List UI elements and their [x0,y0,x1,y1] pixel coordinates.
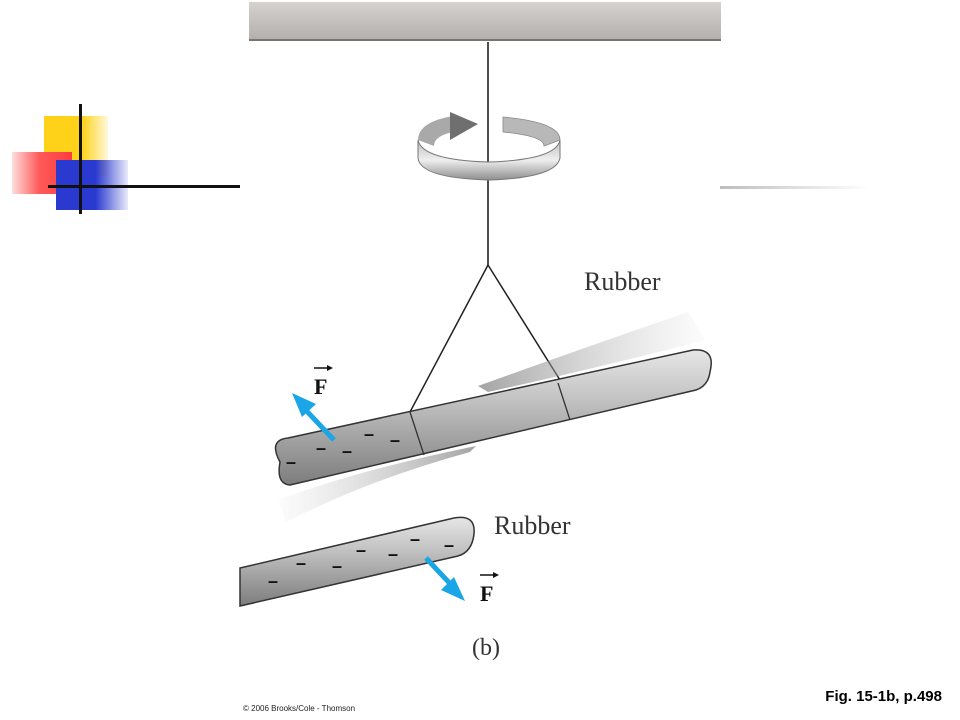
svg-text:–: – [316,438,326,458]
charged-rods-figure: – – – – – F Rubber – – – – – – – Rubber … [239,2,721,661]
charges-lower-rod: – – – – – – – [268,529,454,591]
svg-text:–: – [444,535,454,555]
motion-blur-lower [278,446,476,522]
svg-text:–: – [332,556,342,576]
rotation-arrow-icon [417,112,561,181]
svg-text:–: – [388,544,398,564]
panel-label: (b) [472,635,500,661]
force-arrow-top-icon [292,393,336,442]
figure-caption: Fig. 15-1b, p.498 [825,688,942,705]
force-label-top: F [314,365,333,399]
decor-horizontal-line [48,185,240,188]
rubber-label-top: Rubber [584,267,661,296]
svg-text:–: – [268,571,278,591]
rod-segment-divider [409,411,425,456]
svg-text:F: F [480,581,493,606]
ceiling [249,2,721,40]
svg-text:–: – [364,424,374,444]
svg-text:–: – [356,540,366,560]
hanging-rubber-rod [274,349,712,486]
rubber-label-bottom: Rubber [494,511,571,540]
force-label-bottom: F [480,572,499,606]
svg-text:F: F [314,374,327,399]
svg-text:–: – [296,553,306,573]
string-left [409,264,489,413]
svg-text:–: – [410,529,420,549]
svg-text:–: – [342,441,352,461]
copyright-notice: © 2006 Brooks/Cole - Thomson [243,704,356,713]
decor-faded-line [720,186,870,189]
rod-segment-divider [557,382,571,421]
svg-text:–: – [390,430,400,450]
force-arrow-bottom-icon [424,556,465,601]
decor-vertical-line [79,104,82,214]
lower-rubber-rod [239,516,475,607]
svg-text:–: – [286,452,296,472]
charges-hanging-rod: – – – – – [286,424,400,472]
motion-blur-upper [478,312,706,392]
